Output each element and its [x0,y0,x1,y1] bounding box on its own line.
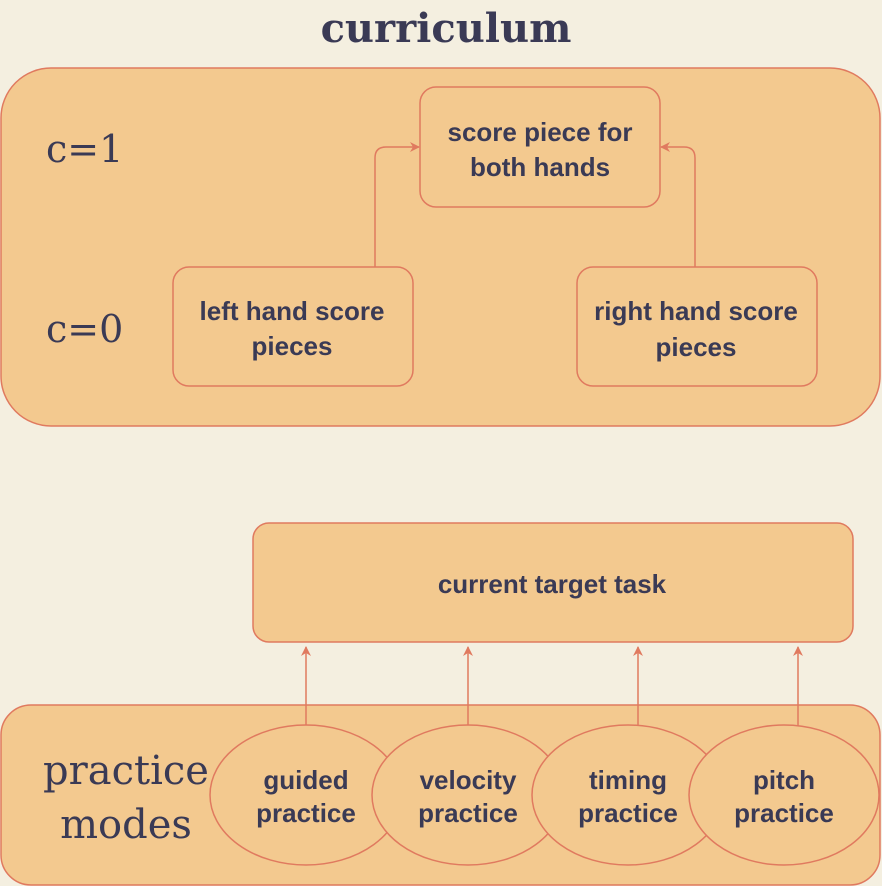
node-both-hands: score piece for both hands [419,86,661,208]
node-left-hand-line1: left hand score [200,296,385,326]
practice-modes-label-line2: modes [60,802,192,848]
node-both-hands-line2: both hands [470,152,610,182]
mode-pitch-line2: practice [734,798,834,828]
mode-timing-line2: practice [578,798,678,828]
arrow-left-to-both [374,142,420,267]
node-left-hand: left hand score pieces [172,266,414,387]
node-target-task: current target task [252,522,854,643]
mode-guided-line1: guided [263,765,348,795]
mode-velocity-practice: velocity practice [371,724,565,866]
level-label-c0: c=0 [46,307,123,351]
mode-pitch-line1: pitch [753,765,815,795]
node-right-hand-line1: right hand score [594,296,798,326]
node-right-hand-line2: pieces [656,332,737,362]
mode-guided-practice: guided practice [209,724,403,866]
node-both-hands-line1: score piece for [448,117,633,147]
practice-modes-label-line1: practice [43,748,209,794]
diagram-title: curriculum [321,5,572,52]
mode-timing-practice: timing practice [531,724,725,866]
mode-guided-line2: practice [256,798,356,828]
mode-velocity-line2: practice [418,798,518,828]
node-right-hand: right hand score pieces [576,266,818,387]
level-label-c1: c=1 [46,127,123,171]
mode-timing-line1: timing [589,765,667,795]
node-left-hand-line2: pieces [252,331,333,361]
mode-pitch-practice: pitch practice [688,724,880,866]
node-target-task-label: current target task [438,569,667,599]
arrow-right-to-both [660,142,696,267]
mode-velocity-line1: velocity [420,765,517,795]
